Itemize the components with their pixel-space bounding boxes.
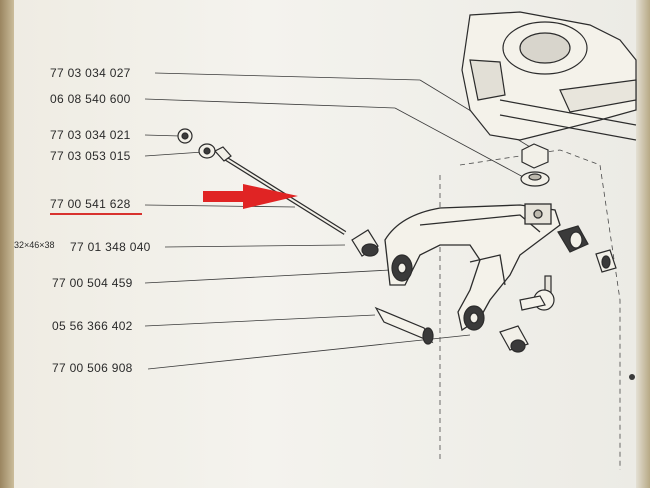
part-number-label: 77 00 504 459 — [52, 276, 133, 290]
ball-joint — [519, 275, 555, 311]
leader-lines — [144, 72, 536, 370]
part-number-label: 77 03 034 027 — [50, 66, 131, 80]
spacer-tube — [351, 229, 379, 257]
leader-line-9 — [147, 334, 471, 370]
nut-and-washer — [520, 143, 550, 187]
part-number-label: 77 03 034 021 — [50, 128, 131, 142]
right-bushings — [557, 225, 617, 273]
leader-line-5 — [144, 204, 296, 208]
red-highlight-arrow — [203, 184, 298, 209]
leader-line-3 — [144, 134, 181, 137]
page-right-edge — [636, 0, 650, 488]
leader-line-8 — [144, 314, 376, 327]
part-number-label: 77 00 506 908 — [52, 361, 133, 375]
lower-wishbone — [384, 203, 561, 332]
leader-line-1 — [154, 72, 421, 81]
subframe-body — [461, 11, 637, 141]
roller-bush — [374, 306, 434, 345]
bushing-dimensions-label: 32×46×38 — [14, 240, 55, 250]
highlighted-part-number-label: 77 00 541 628 — [50, 197, 131, 211]
left-nuts — [177, 128, 216, 159]
part-number-label: 05 56 366 402 — [52, 319, 133, 333]
leader-line-2b — [394, 107, 526, 179]
bolt-head-icon — [629, 374, 635, 380]
page-left-edge — [0, 0, 14, 488]
leader-line-4 — [144, 151, 204, 157]
nut-icon — [521, 143, 549, 169]
part-number-label: 77 03 053 015 — [50, 149, 131, 163]
leader-line-7 — [144, 269, 391, 284]
part-number-label: 77 01 348 040 — [70, 240, 151, 254]
part-number-label: 06 08 540 600 — [50, 92, 131, 106]
leader-line-2 — [144, 98, 396, 109]
small-bush — [499, 325, 529, 353]
arm-bushings — [391, 254, 485, 331]
highlight-underline — [50, 213, 142, 215]
long-bolt — [214, 146, 347, 235]
leader-line-6 — [164, 244, 346, 248]
